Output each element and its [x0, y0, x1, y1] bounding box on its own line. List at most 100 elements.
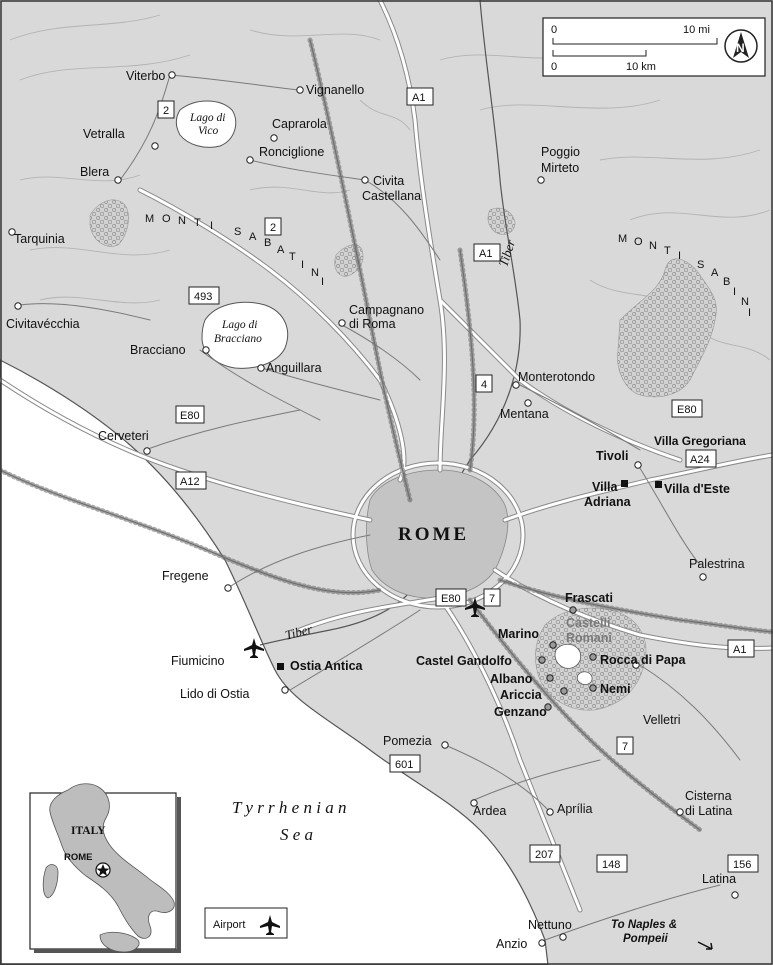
legend-airport-label: Airport [213, 919, 245, 931]
svg-text:N: N [178, 215, 187, 227]
castelli-town-markers [538, 606, 597, 711]
label-latina: Latina [702, 872, 736, 886]
label-anzio: Anzio [496, 937, 527, 951]
label-tyrrhenian: T y r r h e n i a n [232, 798, 346, 817]
shield-a1-mid: A1 [473, 243, 501, 262]
shield-a1-top: A1 [406, 87, 434, 106]
svg-text:I: I [733, 286, 737, 298]
shield-a1-right: A1 [727, 639, 755, 658]
label-bracciano-lake: Bracciano [214, 333, 262, 345]
italy-silhouette [49, 783, 175, 939]
label-villa-deste: Villa d'Este [664, 482, 730, 496]
svg-text:M: M [145, 213, 155, 225]
shield-7-north: 7 [483, 588, 501, 607]
tiber-river [259, 0, 521, 646]
label-pompeii: Pompeii [623, 933, 669, 945]
svg-text:2: 2 [163, 105, 169, 117]
shield-a12: A12 [175, 471, 207, 490]
lago-di-vico [175, 100, 237, 148]
label-bracciano: Bracciano [130, 343, 186, 357]
label-nettuno: Nettuno [528, 918, 572, 932]
label-monti-sabini: M O N T I S A B I N I [618, 233, 752, 319]
svg-text:B: B [264, 237, 272, 249]
label-rocca-di-papa: Rocca di Papa [600, 653, 686, 667]
svg-text:O: O [634, 236, 644, 248]
svg-text:601: 601 [395, 759, 413, 771]
svg-text:E80: E80 [180, 410, 200, 422]
label-viterbo: Viterbo [126, 69, 165, 83]
label-campagnano: Campagnano [349, 303, 424, 317]
north-label: N [736, 41, 745, 55]
label-aprilia: Aprília [557, 802, 592, 816]
label-anguillara: Anguillara [266, 361, 322, 375]
label-pomezia: Pomezia [383, 734, 432, 748]
scale-km-start: 0 [551, 61, 557, 73]
svg-text:7: 7 [489, 593, 495, 605]
label-palestrina: Palestrina [689, 557, 745, 571]
shield-4: 4 [475, 374, 493, 393]
svg-text:T: T [194, 217, 202, 229]
label-adriana: Adriana [584, 495, 632, 509]
svg-text:A1: A1 [412, 92, 425, 104]
place-labels: Viterbo Vignanello Caprarola Ronciglione… [6, 69, 746, 951]
label-caprarola: Caprarola [272, 117, 327, 131]
svg-text:O: O [162, 213, 172, 225]
label-castel-gandolfo: Castel Gandolfo [416, 654, 512, 668]
airport-icon [260, 915, 280, 935]
label-vignanello: Vignanello [306, 83, 364, 97]
inset-label-rome: ROME [64, 852, 93, 863]
svg-text:148: 148 [602, 859, 620, 871]
town-markers [8, 71, 739, 947]
label-mirteto: Mirteto [541, 161, 579, 175]
label-cisterna: Cisterna [685, 789, 732, 803]
label-civitavecchia: Civitavécchia [6, 317, 80, 331]
label-to-naples: To Naples & [611, 919, 677, 931]
label-sea: S e a [280, 825, 313, 844]
label-velletri: Velletri [643, 713, 681, 727]
svg-text:I: I [748, 307, 752, 319]
scale-mi-start: 0 [551, 24, 557, 36]
svg-text:S: S [697, 259, 705, 271]
lago-albano [554, 643, 582, 669]
label-marino: Marino [498, 627, 539, 641]
airport-icon-fiumicino [244, 638, 264, 658]
svg-text:A: A [277, 244, 285, 256]
site-markers [277, 480, 662, 670]
label-ostia-antica: Ostia Antica [290, 659, 364, 673]
label-mentana: Mentana [500, 407, 549, 421]
shield-7-south: 7 [616, 736, 634, 755]
svg-text:A12: A12 [180, 476, 200, 488]
label-villa-gregoriana: Villa Gregoriana [654, 434, 746, 448]
label-lago-di-vico: Lago di [189, 112, 225, 124]
label-nemi: Nemi [600, 682, 631, 696]
label-monterotondo: Monterotondo [518, 370, 595, 384]
label-cerveteri: Cerveteri [98, 429, 149, 443]
label-ronciglione: Ronciglione [259, 145, 324, 159]
small-relief-2 [487, 207, 516, 235]
svg-text:I: I [678, 250, 682, 262]
label-di-roma: di Roma [349, 317, 396, 331]
label-fiumicino: Fiumicino [171, 654, 225, 668]
svg-text:E80: E80 [441, 593, 461, 605]
svg-text:156: 156 [733, 859, 751, 871]
svg-text:T: T [289, 251, 297, 263]
label-villa: Villa [592, 480, 619, 494]
legend: Airport [204, 907, 288, 939]
label-poggio: Poggio [541, 145, 580, 159]
label-civita: Civita [373, 174, 404, 188]
label-blera: Blera [80, 165, 109, 179]
shield-a24: A24 [685, 449, 717, 468]
label-monti-sabatini: M O N T I S A B A T I N I [145, 213, 324, 288]
label-ardea: Ardea [473, 804, 506, 818]
shield-e80-right: E80 [671, 399, 703, 418]
label-vico: Vico [198, 125, 218, 137]
label-lido-di-ostia: Lido di Ostia [180, 687, 250, 701]
shield-148: 148 [596, 854, 628, 873]
svg-text:A1: A1 [479, 248, 492, 260]
svg-text:E80: E80 [677, 404, 697, 416]
label-albano: Albano [490, 672, 533, 686]
small-relief-1 [89, 199, 129, 247]
svg-text:I: I [210, 220, 214, 232]
label-castelli: Castelli [566, 616, 610, 630]
